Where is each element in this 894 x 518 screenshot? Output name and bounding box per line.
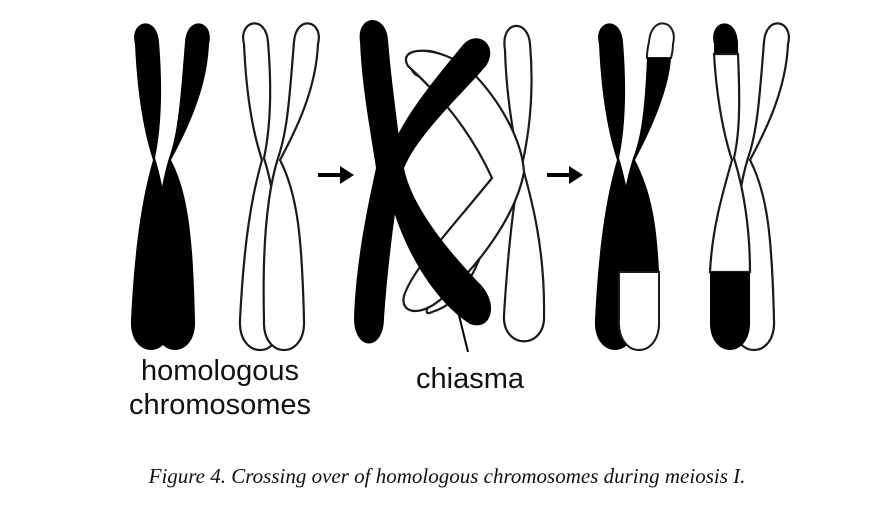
homologous-label-line2: chromosomes: [128, 389, 312, 421]
stage-1-homologous-pair: [130, 22, 320, 352]
chiasma-pointer-line: [455, 302, 469, 353]
black-chromosome-3: [594, 22, 675, 351]
chiasma-label: chiasma: [416, 363, 524, 395]
black-chromosome-2: [354, 19, 492, 344]
homologous-chromosomes-label: homologous chromosomes: [100, 354, 340, 422]
arrow-1: [318, 166, 354, 184]
white-chromosome-1: [238, 22, 320, 352]
white-chromosome-3: [708, 22, 790, 352]
figure-caption: Figure 4. Crossing over of homologous ch…: [148, 464, 746, 488]
stage-3-recombined-pair: [594, 22, 790, 352]
black-chromosome-1: [130, 23, 210, 351]
stage-2-crossing-over: [354, 19, 546, 353]
homologous-label-line1: homologous: [141, 355, 299, 387]
arrow-2: [547, 166, 583, 184]
